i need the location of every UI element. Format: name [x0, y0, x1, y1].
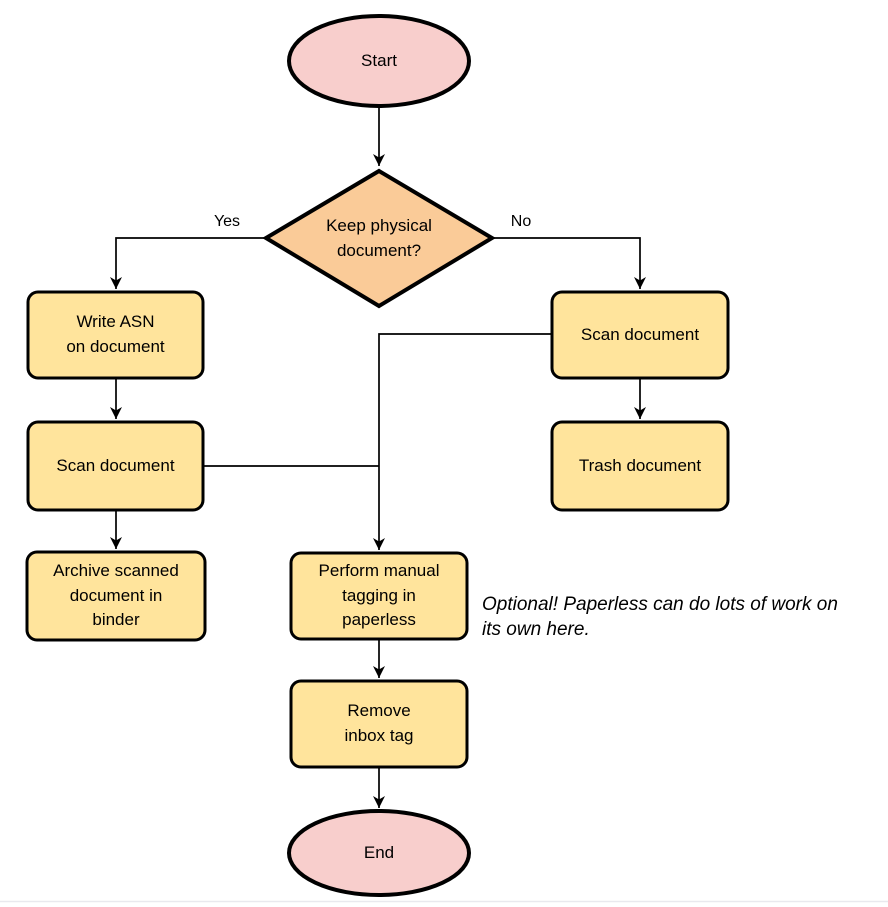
edge-scan-right-to-tagging [373, 333, 552, 550]
end-node-shape [287, 809, 471, 897]
write-asn-node-shape [26, 290, 205, 380]
edge-decision-no-to-scan-right [492, 237, 646, 289]
start-node-shape [287, 14, 471, 108]
edge-decision-yes-to-write-asn [110, 237, 266, 289]
remove-inbox-node-shape [289, 679, 469, 769]
scan-document-right-node-shape [550, 290, 730, 380]
trash-node-shape [550, 420, 730, 512]
connectors-group [110, 106, 646, 808]
decision-node-shape [262, 168, 496, 309]
tagging-node-shape [289, 551, 469, 641]
scan-document-left-node-shape [26, 420, 205, 512]
archive-node-shape [25, 550, 207, 642]
